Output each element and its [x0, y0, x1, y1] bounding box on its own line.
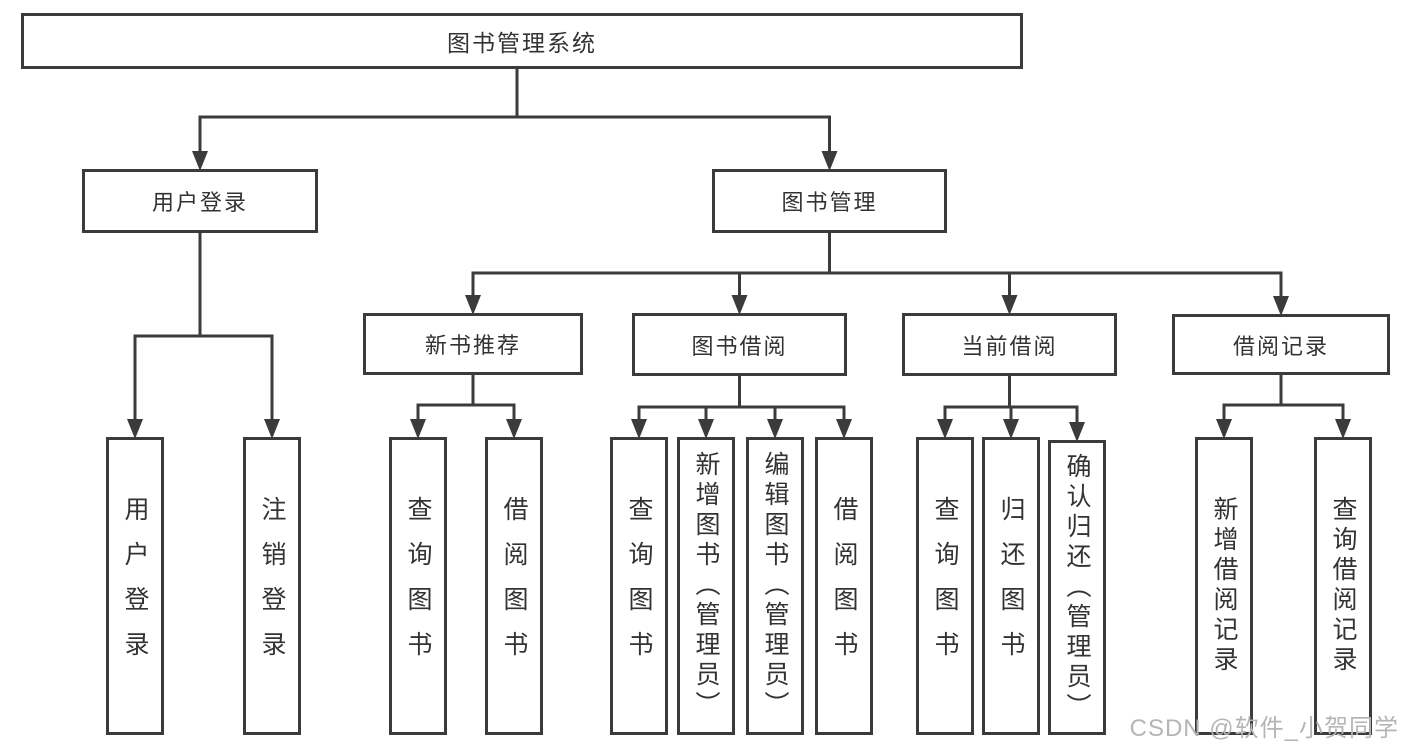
arrow-down-icon	[127, 419, 143, 439]
node-label: 归还图书	[997, 496, 1025, 676]
node-label: 图书管理	[781, 190, 878, 215]
node-rec-query-book: 查询图书	[389, 437, 447, 735]
node-rec-borrow-book: 借阅图书	[485, 437, 543, 735]
node-label: 查询图书	[931, 496, 959, 676]
node-borrow-records: 借阅记录	[1172, 314, 1390, 375]
node-label: 查询图书	[404, 496, 432, 676]
node-current-borrow: 当前借阅	[902, 313, 1117, 376]
node-label: 确认归还（管理员）	[1063, 452, 1091, 723]
node-book-mgmt: 图书管理	[712, 169, 947, 233]
arrow-down-icon	[631, 419, 647, 439]
arrow-down-icon	[836, 419, 852, 439]
node-label: 当前借阅	[961, 333, 1058, 359]
node-label: 查询图书	[625, 496, 653, 676]
node-label: 新书推荐	[424, 333, 521, 358]
node-label: 新增图书（管理员）	[692, 451, 720, 721]
node-label: 图书借阅	[691, 333, 788, 359]
node-label: 借阅记录	[1232, 333, 1329, 359]
arrow-down-icon	[937, 419, 953, 439]
node-book-borrow: 图书借阅	[632, 313, 847, 376]
arrow-down-icon	[410, 419, 426, 439]
arrow-down-icon	[1001, 295, 1018, 315]
node-br-query-record: 查询借阅记录	[1314, 437, 1372, 735]
arrow-down-icon	[1216, 419, 1232, 439]
arrow-down-icon	[1003, 419, 1019, 439]
arrow-down-icon	[767, 419, 783, 439]
arrow-down-icon	[698, 419, 714, 439]
node-bb-query-book: 查询图书	[610, 437, 668, 735]
node-bb-edit-book: 编辑图书（管理员）	[746, 437, 804, 735]
node-new-book-rec: 新书推荐	[363, 313, 583, 375]
node-user-login: 用户登录	[82, 169, 318, 233]
watermark: CSDN @软件_小贺同学	[1129, 715, 1399, 742]
node-root: 图书管理系统	[21, 13, 1023, 69]
node-label: 注销登录	[258, 496, 286, 676]
node-label: 新增借阅记录	[1210, 496, 1238, 676]
node-br-add-record: 新增借阅记录	[1195, 437, 1253, 735]
node-cb-query-book: 查询图书	[916, 437, 974, 735]
node-label: 借阅图书	[500, 496, 528, 676]
node-label: 编辑图书（管理员）	[761, 451, 789, 721]
node-login-user: 用户登录	[106, 437, 164, 735]
arrow-down-icon	[1069, 422, 1085, 442]
arrow-down-icon	[821, 151, 838, 171]
arrow-down-icon	[192, 151, 208, 171]
node-label: 用户登录	[151, 190, 248, 215]
node-bb-add-book: 新增图书（管理员）	[677, 437, 735, 735]
arrow-down-icon	[1335, 419, 1351, 439]
node-logout: 注销登录	[243, 437, 301, 735]
arrow-down-icon	[264, 419, 280, 439]
node-cb-confirm-return: 确认归还（管理员）	[1048, 440, 1106, 735]
node-label: 图书管理系统	[447, 30, 597, 56]
arrow-down-icon	[506, 419, 522, 439]
arrow-down-icon	[465, 295, 481, 315]
arrow-down-icon	[731, 295, 748, 315]
node-cb-return-book: 归还图书	[982, 437, 1040, 735]
node-label: 借阅图书	[830, 496, 858, 676]
arrow-down-icon	[1273, 296, 1289, 316]
node-bb-borrow-book: 借阅图书	[815, 437, 873, 735]
node-label: 查询借阅记录	[1329, 496, 1357, 676]
node-label: 用户登录	[121, 496, 149, 676]
